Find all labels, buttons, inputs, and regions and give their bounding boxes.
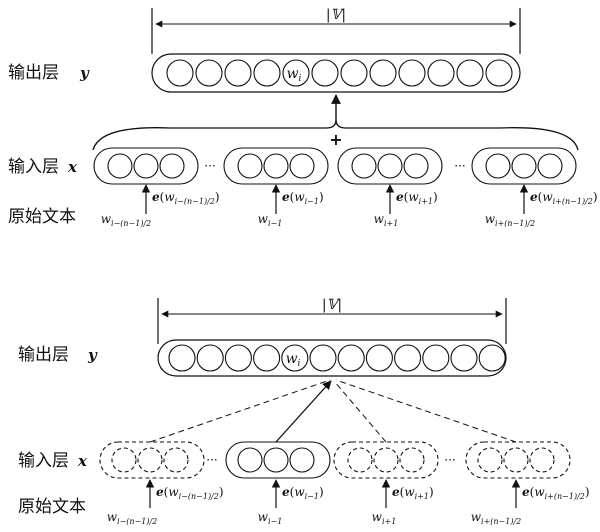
input-neuron: [477, 447, 503, 473]
input-neuron: [289, 447, 315, 473]
input-neuron: [537, 153, 563, 179]
input-neuron: [503, 447, 529, 473]
output-neuron: [456, 59, 484, 87]
output-neuron: [450, 344, 478, 372]
plus-symbol: +: [329, 130, 342, 149]
ellipsis: ···: [204, 159, 215, 173]
input-neuron: [351, 153, 377, 179]
embedding-label: e(wi−1): [282, 190, 324, 206]
output-layer-label: 输出层: [8, 63, 59, 83]
output-layer-label: 输出层: [18, 345, 69, 365]
input-neuron: [111, 447, 137, 473]
vocab-dimension: |𝕍|: [151, 7, 521, 54]
context-word: wi−(n−1)/2: [107, 510, 158, 526]
input-neuron: [237, 153, 263, 179]
ellipsis: ···: [454, 159, 465, 173]
input-neuron: [511, 153, 537, 179]
input-group: e(wi+(n−1)/2) wi+(n−1)/2: [471, 147, 598, 228]
input-neuron: [163, 447, 189, 473]
context-word: wi−(n−1)/2: [101, 212, 152, 228]
output-neuron: [166, 59, 194, 87]
output-neuron: [168, 344, 196, 372]
output-neuron: [337, 344, 365, 372]
output-neuron-center: [282, 59, 310, 87]
output-neuron: [478, 344, 506, 372]
input-neuron: [137, 447, 163, 473]
input-neuron: [263, 447, 289, 473]
input-group: e(wi+1) wi+1: [333, 441, 439, 526]
output-neuron: [427, 59, 455, 87]
input-neuron: [237, 447, 263, 473]
embedding-label: e(wi+1): [392, 485, 434, 501]
ellipsis: ···: [444, 453, 455, 467]
output-neuron: [311, 59, 339, 87]
context-word: wi+1: [372, 510, 397, 526]
context-word: wi−1: [258, 212, 283, 228]
diagram-bottom: |𝕍| 输出层 y 输入层 x 原始文本 wi e(wi−(n−1)/2) wi−…: [18, 297, 590, 526]
output-neuron: [340, 59, 368, 87]
embedding-label: e(wi+(n−1)/2): [522, 485, 590, 501]
output-neuron: [394, 344, 422, 372]
embedding-label: e(wi+1): [396, 190, 438, 206]
input-neuron: [529, 447, 555, 473]
output-neuron: [253, 59, 281, 87]
output-neuron: [369, 59, 397, 87]
output-neuron: [195, 59, 223, 87]
input-group: e(wi−1) wi−1: [225, 441, 331, 526]
input-neuron: [289, 153, 315, 179]
output-neuron: [398, 59, 426, 87]
input-layer-label: 输入层: [8, 157, 59, 177]
output-neuron: [196, 344, 224, 372]
vocab-dimension: |𝕍|: [157, 297, 507, 344]
ellipsis: ···: [206, 453, 217, 467]
vocab-size-label: |𝕍|: [326, 7, 346, 23]
input-neuron: [347, 447, 373, 473]
input-neuron: [399, 447, 425, 473]
embedding-label: e(wi−(n−1)/2): [156, 485, 224, 501]
input-layer-var: x: [67, 158, 78, 176]
context-word: wi+(n−1)/2: [471, 510, 522, 526]
input-neuron: [485, 153, 511, 179]
context-word: wi+1: [374, 212, 399, 228]
output-neuron: [253, 344, 281, 372]
input-neuron: [373, 447, 399, 473]
context-word: wi+(n−1)/2: [485, 212, 536, 228]
output-layer-var: y: [87, 346, 98, 364]
center-word-label: wi: [287, 66, 302, 84]
vocab-size-label: |𝕍|: [322, 297, 342, 313]
raw-text-label: 原始文本: [8, 207, 76, 227]
input-group: e(wi−1) wi−1: [223, 147, 329, 228]
context-word: wi−1: [258, 510, 283, 526]
input-neuron: [133, 153, 159, 179]
output-neuron: [309, 344, 337, 372]
output-layer: wi: [151, 53, 521, 93]
input-neuron: [403, 153, 429, 179]
embedding-label: e(wi+(n−1)/2): [530, 190, 598, 206]
raw-text-label: 原始文本: [18, 497, 86, 517]
context-connections: [149, 379, 517, 443]
input-group: e(wi+(n−1)/2)wi+(n−1)/2: [465, 441, 590, 526]
output-neuron: [224, 59, 252, 87]
output-neuron: [224, 344, 252, 372]
input-layer-label: 输入层: [18, 451, 69, 471]
input-group: e(wi+1) wi+1: [337, 147, 443, 228]
diagram-top: |𝕍| 输出层 y 输入层 x 原始文本 wi + e(wi−(n−1)/2)w…: [8, 7, 598, 228]
output-neuron-center: [281, 344, 309, 372]
output-neuron: [485, 59, 513, 87]
output-layer: wi: [157, 339, 507, 377]
input-neuron: [159, 153, 185, 179]
input-group: e(wi−(n−1)/2) wi−(n−1)/2: [99, 441, 224, 526]
input-layer-var: x: [77, 452, 88, 470]
output-neuron: [365, 344, 393, 372]
output-neuron: [422, 344, 450, 372]
input-neuron: [377, 153, 403, 179]
embedding-label: e(wi−(n−1)/2): [152, 190, 220, 206]
center-word-label: wi: [286, 351, 301, 369]
output-layer-var: y: [79, 64, 90, 82]
input-group: e(wi−(n−1)/2)wi−(n−1)/2: [93, 147, 220, 228]
input-neuron: [263, 153, 289, 179]
input-neuron: [107, 153, 133, 179]
embedding-label: e(wi−1): [282, 485, 324, 501]
